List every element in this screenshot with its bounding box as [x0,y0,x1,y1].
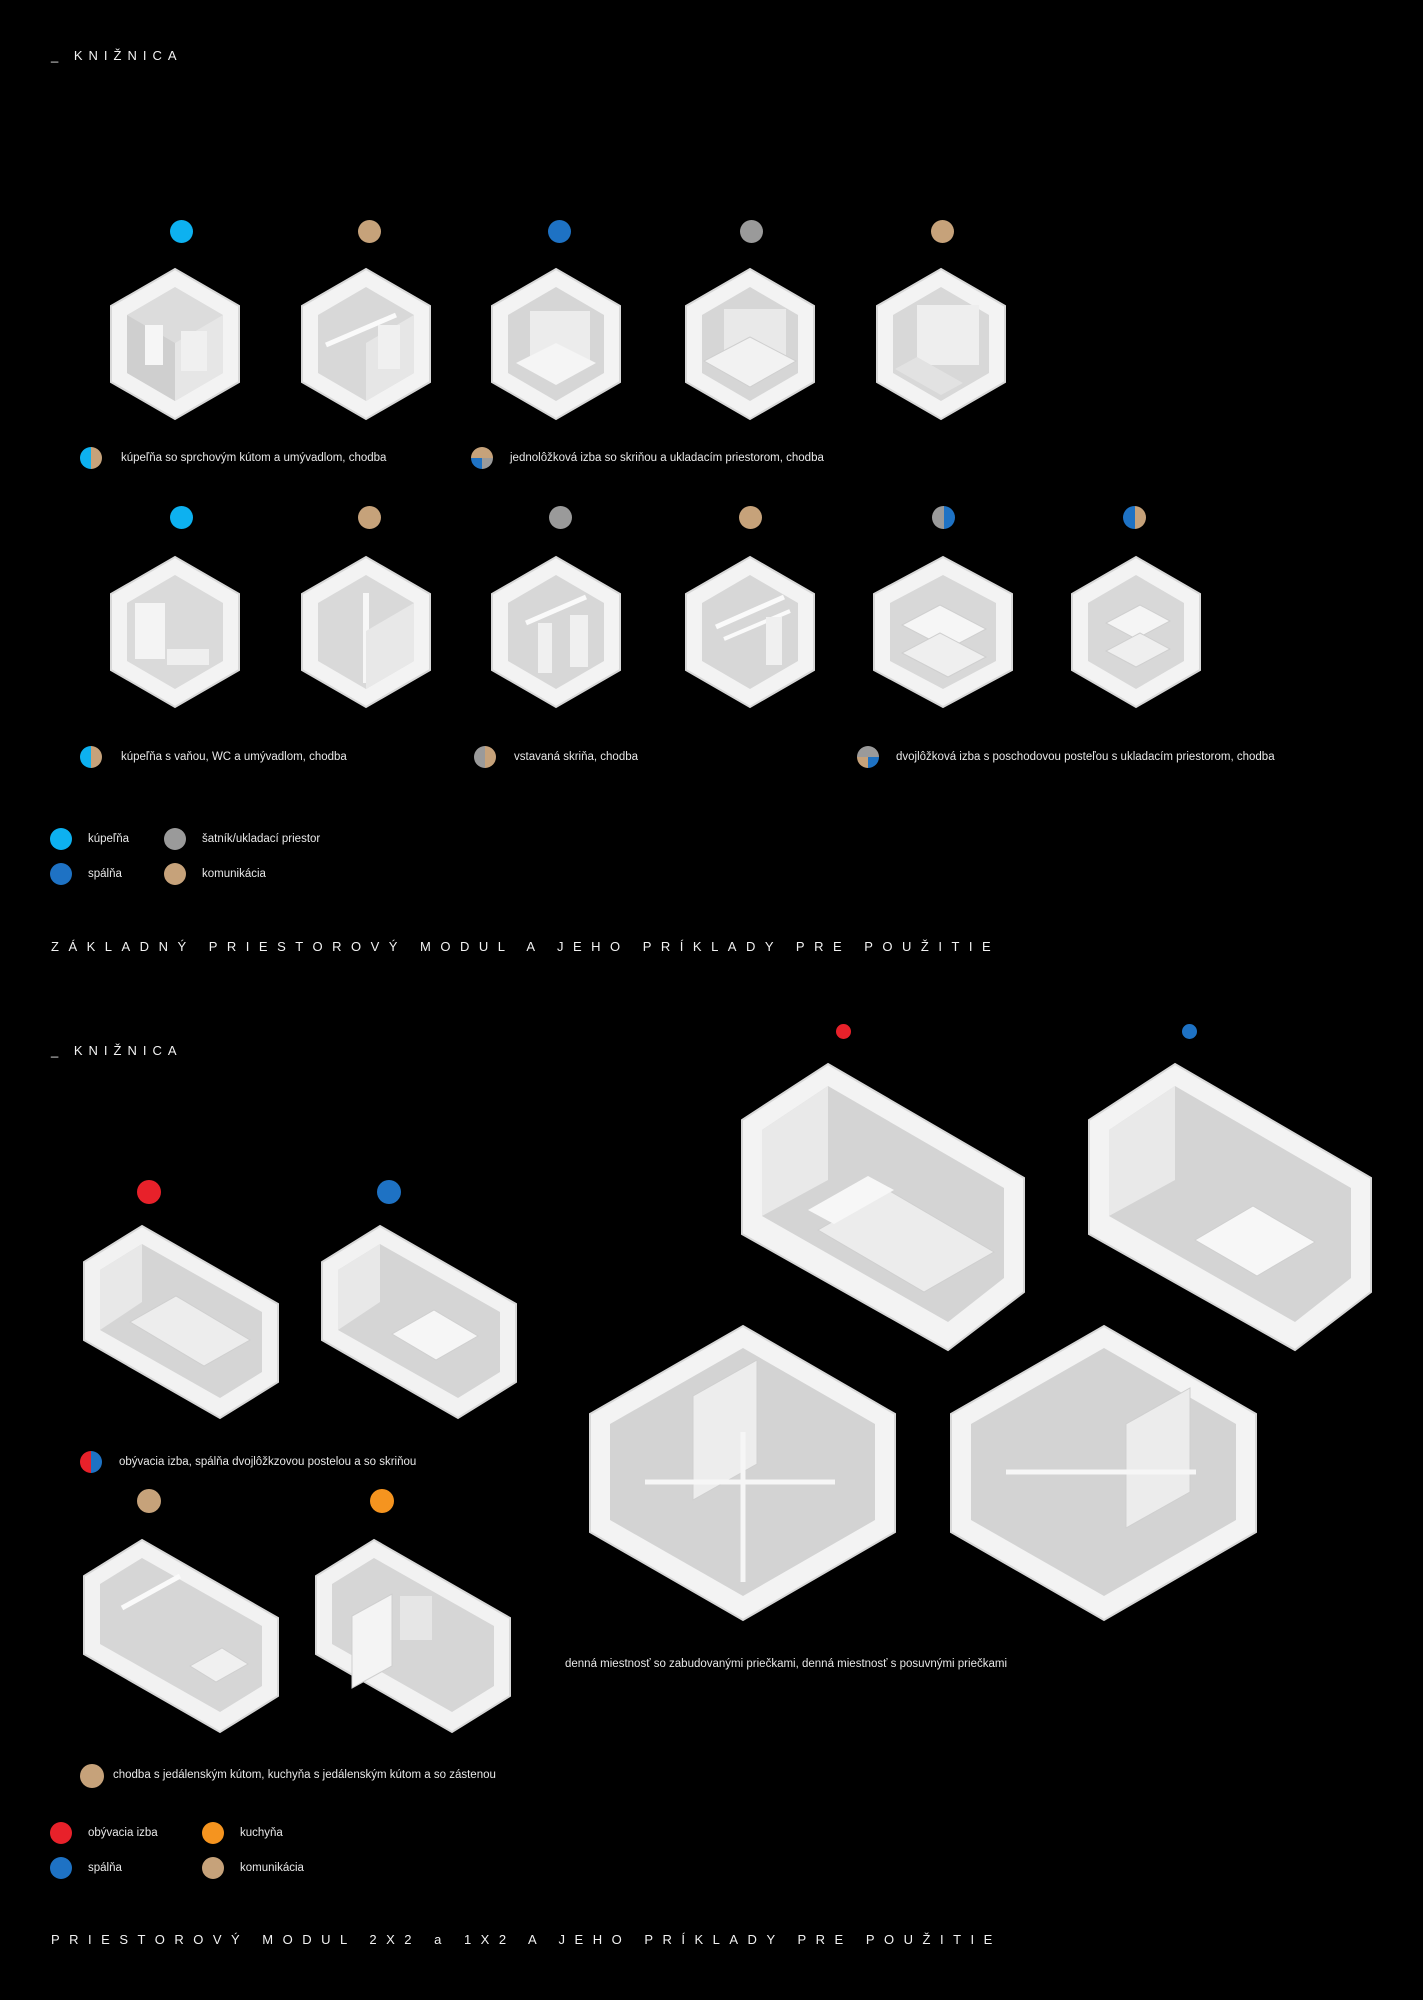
module-1x2-corridor-dining [83,1538,279,1734]
module-hex-corridor [301,267,431,421]
bathroom-swatch [50,828,72,850]
module-hex-single-bedroom [491,267,621,421]
living-dot [836,1024,851,1039]
caption-bathroom-shower: kúpeľňa so sprchovým kútom a umývadlom, … [121,452,387,464]
communication-dot [931,220,954,243]
storage-communication-dot [474,746,496,768]
section1-heading: _ KNIŽNICA [51,48,183,63]
living-dot [137,1180,161,1204]
legend-communication: komunikácia [202,1857,304,1879]
caption-bunk-bedroom: dvojlôžková izba s poschodovou posteľou … [896,751,1275,763]
module-1x2-living-large [741,1062,1025,1352]
communication-swatch [202,1857,224,1879]
module-hex-storage [685,267,815,421]
module-hex-built-in-wardrobe [491,555,621,709]
storage-bedroom-communication-dot [857,746,879,768]
caption-single-bedroom: jednolôžková izba so skriňou a ukladacím… [510,452,824,464]
communication-dot [358,220,381,243]
legend-bathroom: kúpeľňa [50,828,129,850]
module-1x2-living [83,1224,279,1420]
communication-swatch [164,863,186,885]
caption-day-room: denná miestnosť so zabudovanými priečkam… [565,1658,1007,1670]
bedroom-swatch [50,1857,72,1879]
bedroom-dot [377,1180,401,1204]
section2-heading: _ KNIŽNICA [51,1043,183,1058]
module-1x2-kitchen-dining [315,1538,511,1734]
caption-built-in-wardrobe: vstavaná skriňa, chodba [514,751,639,763]
living-swatch [50,1822,72,1844]
living-bedroom-dot [80,1451,102,1473]
section1-title: ZÁKLADNÝ PRIESTOROVÝ MODUL A JEHO PRÍKLA… [51,939,1001,954]
kitchen-dot [370,1489,394,1513]
legend-living: obývacia izba [50,1822,158,1844]
caption-corridor-kitchen: chodba s jedálenským kútom, kuchyňa s je… [113,1769,496,1781]
bedroom-storage-communication-dot [471,447,493,469]
module-2x2-fixed-partitions [589,1324,896,1622]
module-hex-bunk-bedroom [873,555,1013,709]
legend-storage: šatník/ukladací priestor [164,828,320,850]
caption-living-bedroom: obývacia izba, spálňa dvojlôžkzovou post… [119,1456,417,1468]
storage-dot [549,506,572,529]
module-2x2-sliding-partitions [950,1324,1257,1622]
section2-title: PRIESTOROVÝ MODUL 2X2 a 1X2 A JEHO PRÍKL… [51,1932,1002,1947]
storage-dot [740,220,763,243]
module-hex-bathroom-tub [110,555,240,709]
communication-dot [137,1489,161,1513]
caption-bathroom-tub: kúpeľňa s vaňou, WC a umývadlom, chodba [121,751,347,763]
module-1x2-bedroom [321,1224,517,1420]
bathroom-dot [170,220,193,243]
storage-bedroom-dot [932,506,955,529]
legend-bedroom: spálňa [50,1857,122,1879]
storage-swatch [164,828,186,850]
communication-dot [739,506,762,529]
legend-bedroom: spálňa [50,863,122,885]
module-hex-corridor-2 [301,555,431,709]
bedroom-communication-dot [1123,506,1146,529]
bedroom-swatch [50,863,72,885]
bathroom-communication-dot [80,746,102,768]
module-1x2-bedroom-large [1088,1062,1372,1352]
module-hex-wardrobe-2 [685,555,815,709]
bathroom-dot [170,506,193,529]
module-hex-bathroom-shower [110,267,240,421]
module-hex-bunk-bedroom-2 [1071,555,1201,709]
kitchen-swatch [202,1822,224,1844]
bedroom-dot [548,220,571,243]
module-hex-wardrobe [876,267,1006,421]
bathroom-communication-dot [80,447,102,469]
bedroom-dot [1182,1024,1197,1039]
communication-dot [80,1764,104,1788]
legend-communication: komunikácia [164,863,266,885]
legend-kitchen: kuchyňa [202,1822,283,1844]
communication-dot [358,506,381,529]
